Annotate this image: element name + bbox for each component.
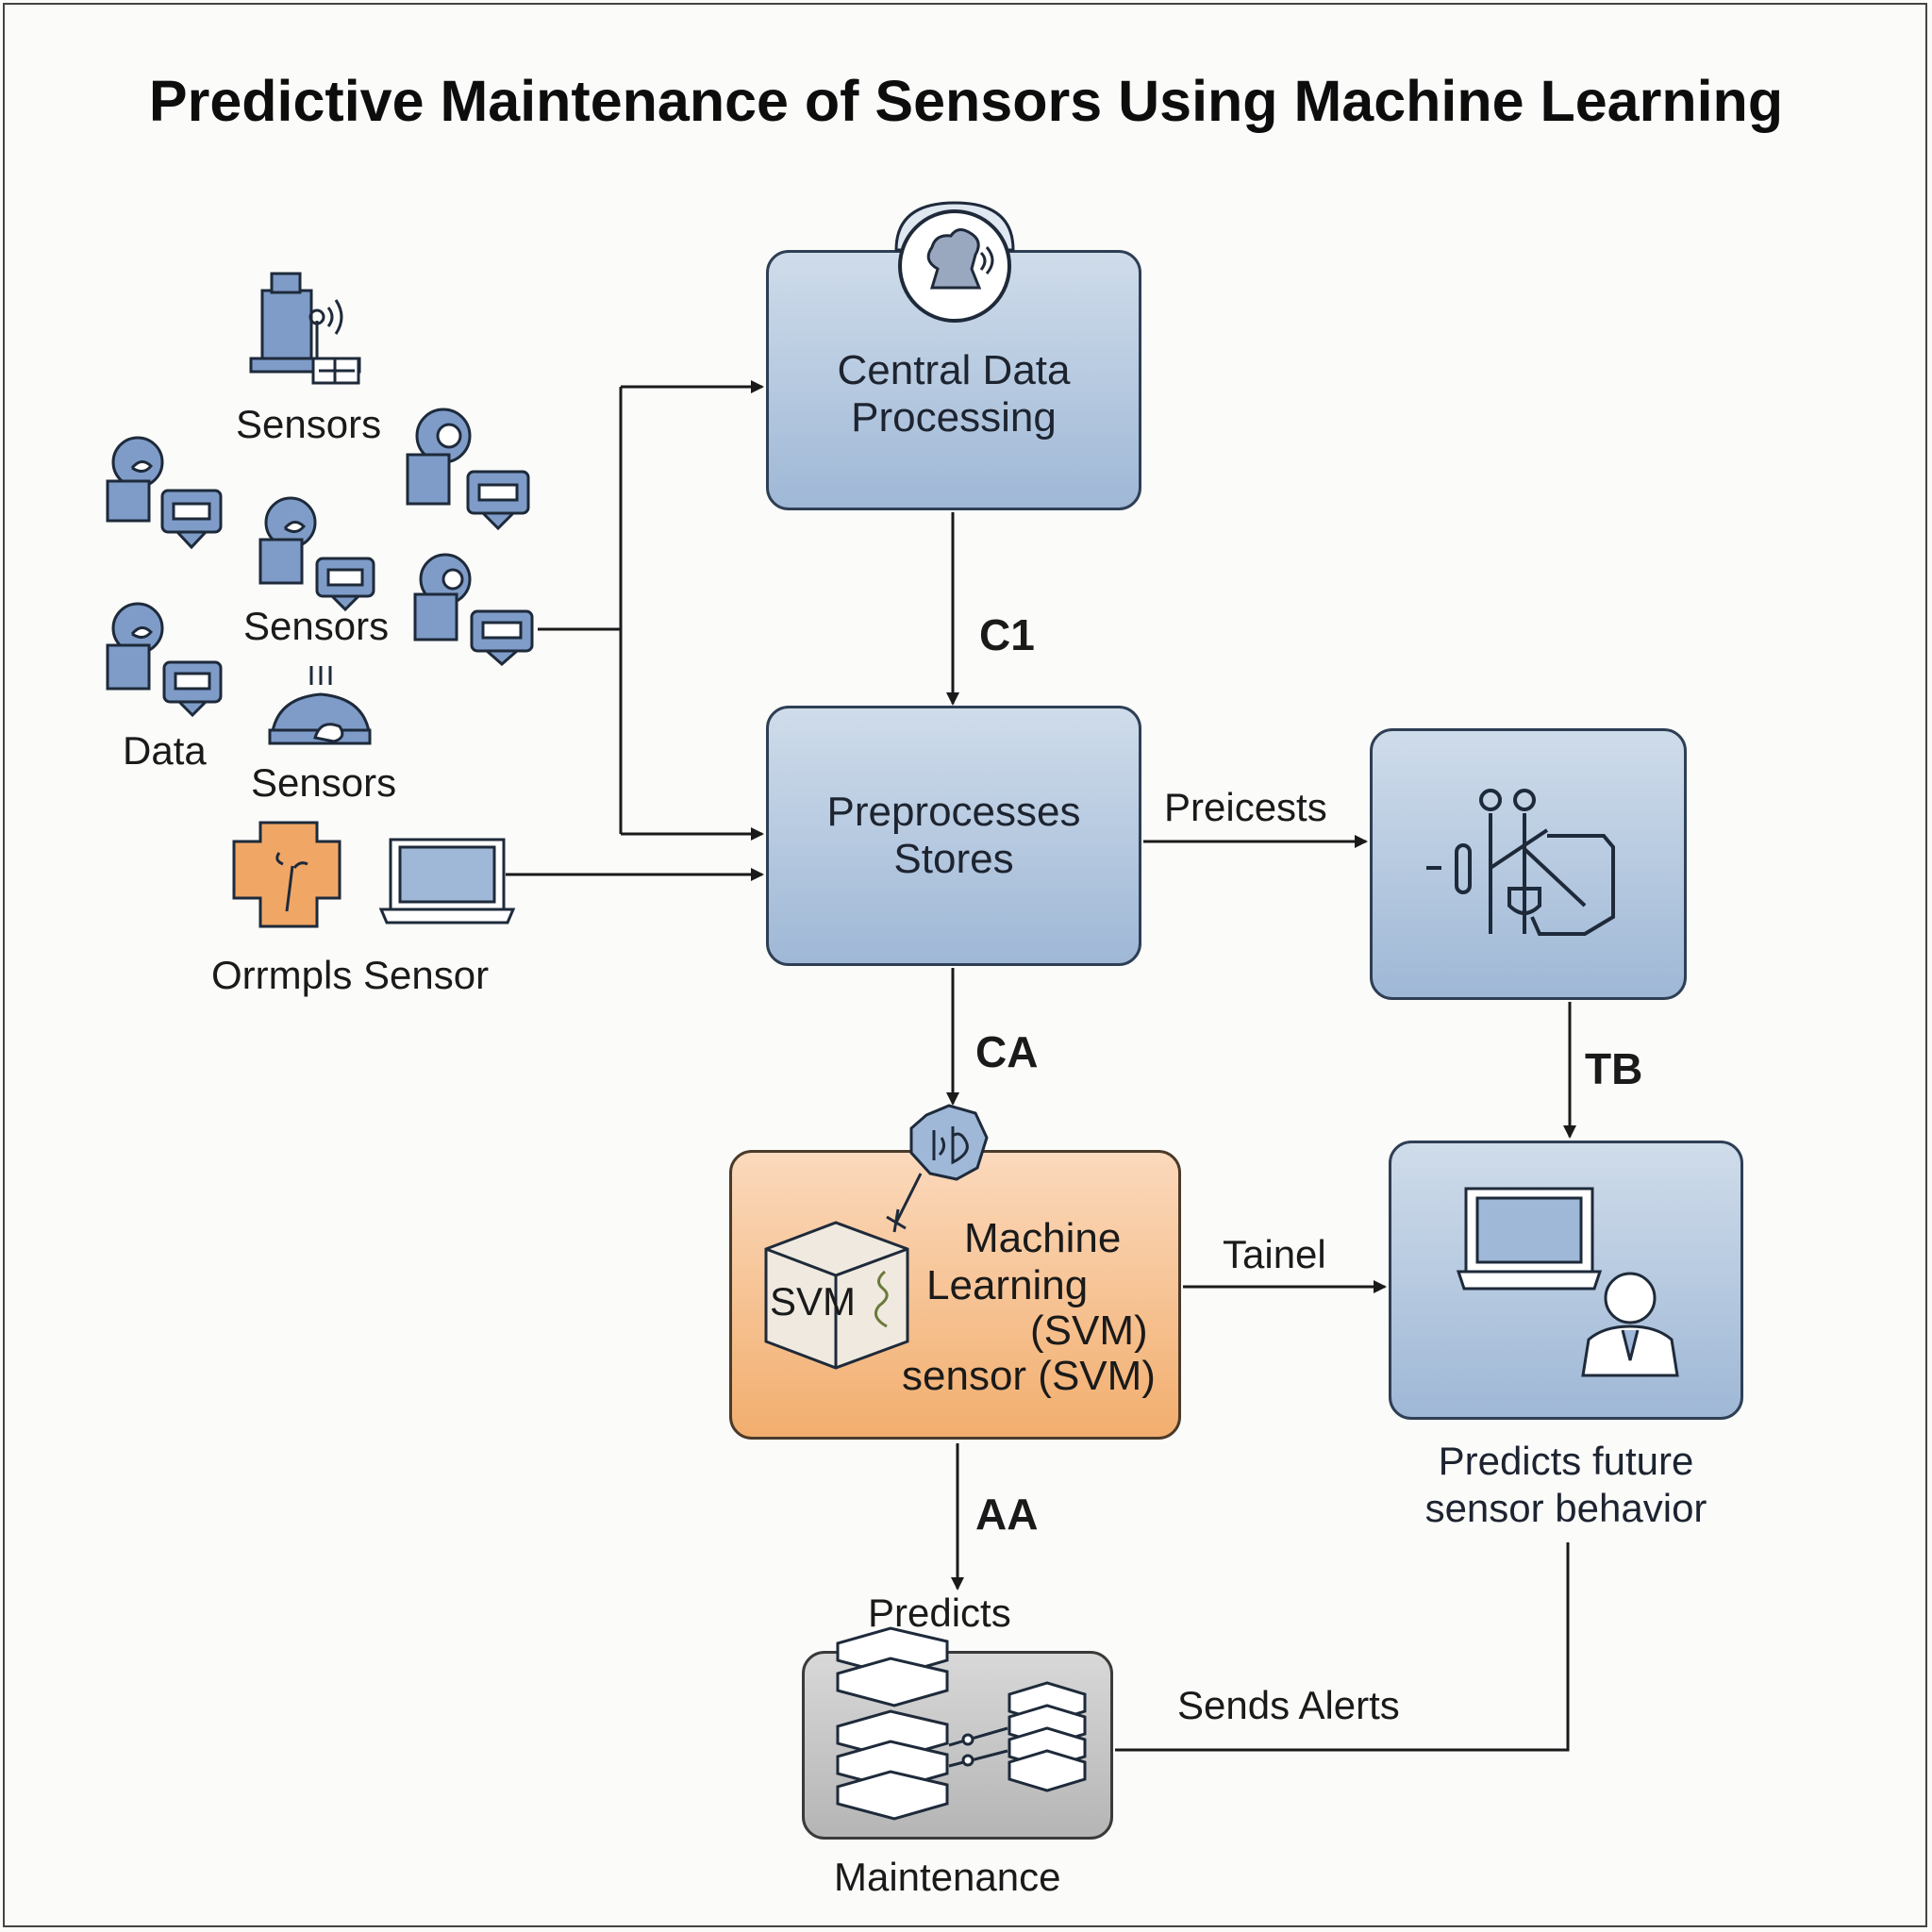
tower-sensor-icon <box>249 272 361 385</box>
svm-cube-icon <box>764 1221 909 1370</box>
sensors-label-bottom: Sensors <box>251 760 397 805</box>
central-node-line2: Processing <box>851 394 1057 441</box>
prediction-tool-node[interactable] <box>1370 728 1687 1000</box>
edge-sends-alerts <box>1115 1542 1570 1752</box>
predicts-future-line2: sensor behavior <box>1424 1486 1707 1530</box>
sensor-tag-icon <box>315 557 375 612</box>
maintenance-label: Maintenance <box>834 1855 1061 1899</box>
preprocess-node-line1: Preprocesses <box>826 789 1081 835</box>
edge-label-c1: C1 <box>979 610 1035 659</box>
edge-label-predicts: Predicts <box>868 1591 1011 1635</box>
data-label: Data <box>123 728 207 773</box>
edge-label-tb: TB <box>1585 1044 1643 1093</box>
edge-label-preicests: Preicests <box>1164 785 1327 829</box>
sensor-cluster-icons <box>106 408 534 745</box>
predicts-future-line1: Predicts future <box>1438 1439 1694 1483</box>
ml-line1: Machine <box>964 1215 1122 1261</box>
other-sensor-icon <box>232 821 341 928</box>
sensor-tag-icon <box>470 609 534 666</box>
ml-badge-icon <box>886 1104 989 1233</box>
sensor-icon <box>406 408 472 506</box>
predicts-future-caption: Predicts future sensor behavior <box>1358 1438 1774 1532</box>
sensors-label-top: Sensors <box>236 402 382 446</box>
sensor-icon <box>106 436 164 523</box>
central-node-line1: Central Data <box>837 347 1071 393</box>
other-sensor-label: Orrmpls Sensor <box>211 953 490 997</box>
person-icon <box>1581 1272 1679 1377</box>
laptop-icon <box>378 838 516 924</box>
edge-label-ca: CA <box>975 1027 1039 1076</box>
svm-cube-label: SVM <box>770 1279 857 1324</box>
ml-line3: (SVM) <box>1030 1307 1148 1354</box>
instrument-icon <box>1426 789 1615 936</box>
preprocess-node-text: Preprocesses Stores <box>766 789 1141 883</box>
server-rack-icon <box>836 1626 949 1821</box>
analyst-laptop-icon <box>1456 1187 1603 1291</box>
sensor-icon <box>106 602 164 691</box>
edge-label-sends-alerts: Sends Alerts <box>1177 1683 1400 1727</box>
ml-line4: sensor (SVM) <box>902 1353 1156 1399</box>
sensor-icon <box>413 553 472 641</box>
sensor-tag-icon <box>466 470 530 531</box>
preprocesses-stores-node[interactable] <box>766 706 1141 966</box>
cloud-badge-icon <box>894 201 1015 323</box>
sensor-icon <box>258 496 317 585</box>
central-node-text: Central Data Processing <box>766 347 1141 441</box>
sensor-tag-icon <box>160 489 223 550</box>
edge-label-tainel: Tainel <box>1223 1232 1326 1276</box>
preprocess-node-line2: Stores <box>893 836 1014 882</box>
helmet-sensor-icon <box>268 666 372 745</box>
sensor-tag-icon <box>162 660 223 718</box>
diagram-title: Predictive Maintenance of Sensors Using … <box>148 69 1784 133</box>
diagram-frame <box>3 3 1927 1927</box>
edge-label-aa: AA <box>975 1490 1039 1539</box>
server-stack-icon <box>948 1681 1087 1792</box>
sensors-label-middle: Sensors <box>243 604 390 648</box>
ml-line2: Learning <box>926 1262 1089 1308</box>
